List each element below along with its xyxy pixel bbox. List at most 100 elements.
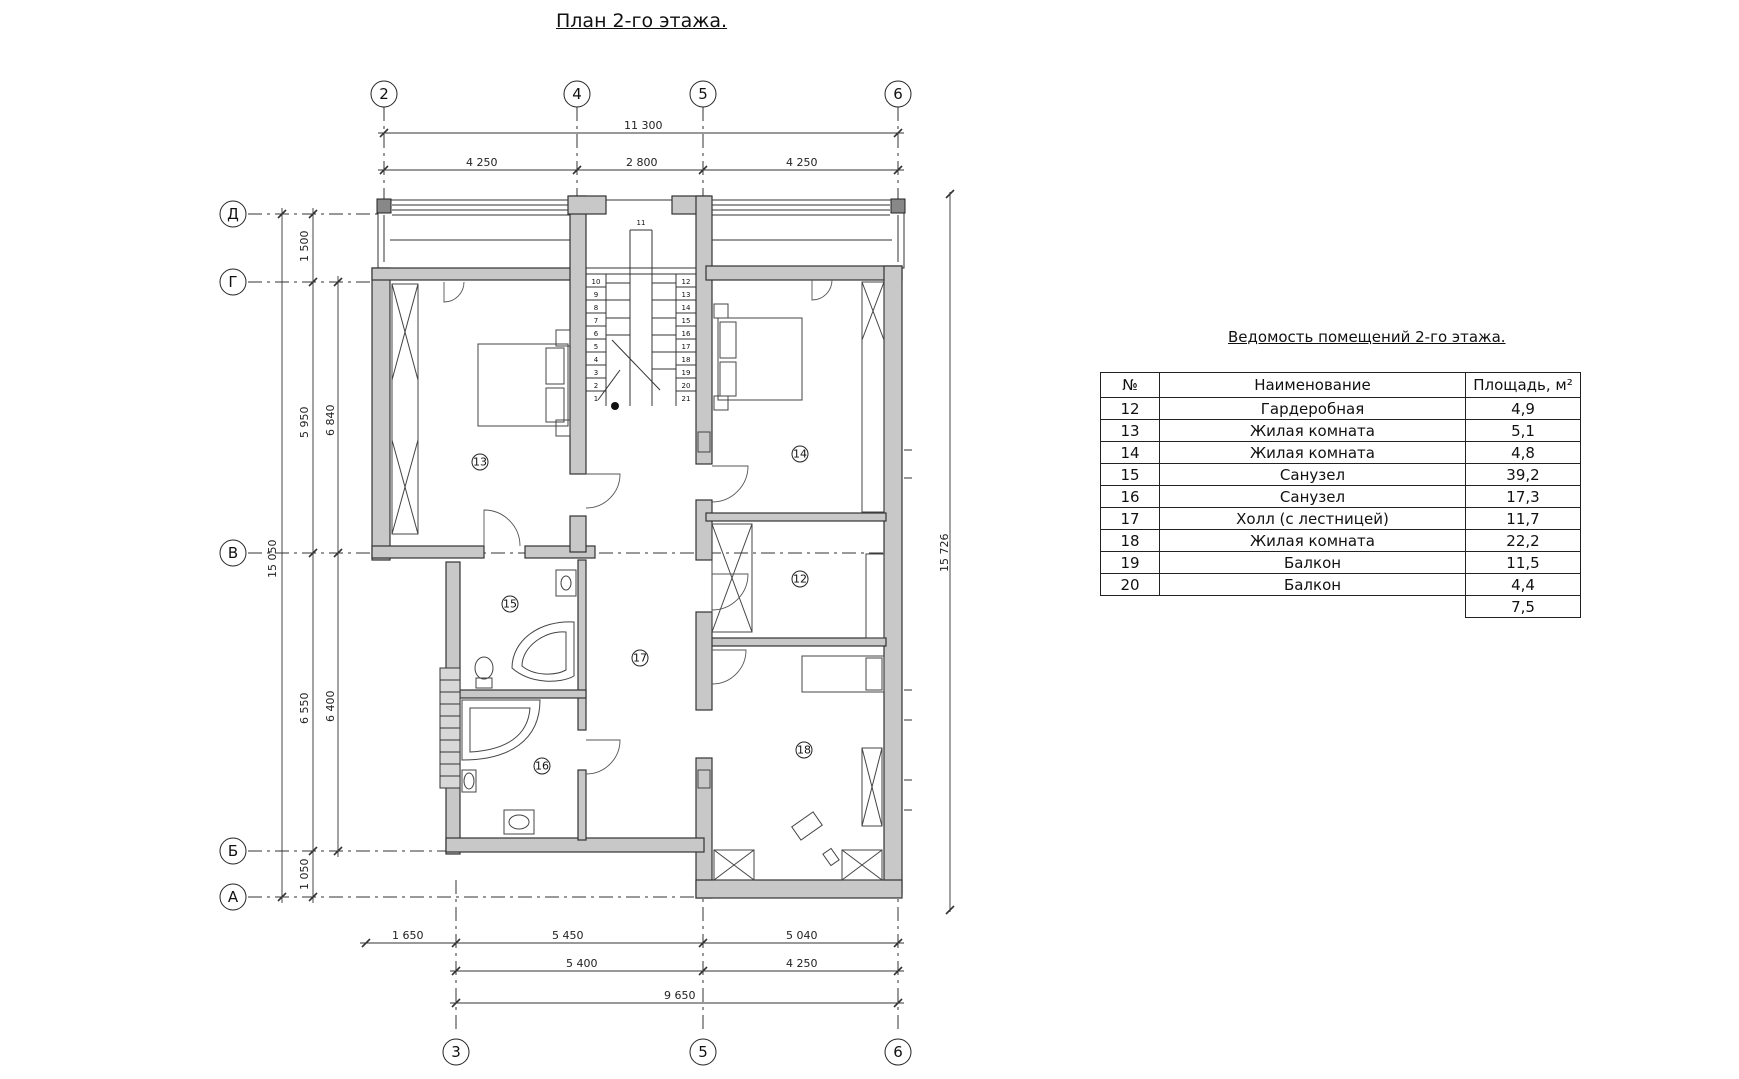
stair-step-number: 8 bbox=[594, 304, 598, 312]
cell-name: Жилая комната bbox=[1159, 441, 1466, 464]
dimensions-top: 11 300 4 250 2 800 4 250 bbox=[378, 119, 904, 175]
cell-area: 11,5 bbox=[1465, 551, 1581, 574]
room-labels: 13 14 15 17 12 16 18 bbox=[471, 445, 813, 775]
stair-step-number: 4 bbox=[594, 356, 599, 364]
axis-bubbles-top: 2 4 5 6 bbox=[370, 80, 912, 108]
cell-name: Холл (с лестницей) bbox=[1159, 507, 1466, 530]
windows bbox=[904, 449, 912, 811]
cell-area: 4,4 bbox=[1465, 573, 1581, 596]
plan-title: План 2-го этажа. bbox=[556, 10, 728, 32]
stair-step-number: 18 bbox=[682, 356, 691, 364]
cell-area: 4,9 bbox=[1465, 397, 1581, 420]
stair-step-number: 2 bbox=[594, 382, 598, 390]
stair-step-number: 21 bbox=[682, 395, 691, 403]
stair-step-number: 3 bbox=[594, 369, 598, 377]
cell-num: 18 bbox=[1100, 529, 1160, 552]
dim-bottom-row2: 5 400 bbox=[566, 957, 598, 970]
stair-steps-right: 12 13 14 15 16 17 18 19 20 21 bbox=[682, 278, 691, 403]
cell-name: Гардеробная bbox=[1159, 397, 1466, 420]
dimensions-right: 15 726 bbox=[938, 189, 955, 915]
stair-step-number: 16 bbox=[682, 330, 691, 338]
dim-left-outer: 1 050 bbox=[298, 859, 311, 891]
stair-mark: 11 bbox=[637, 219, 646, 227]
furniture-room-16 bbox=[461, 699, 621, 835]
dim-bottom-row1: 5 450 bbox=[552, 929, 584, 942]
room-label: 17 bbox=[633, 652, 647, 665]
dim-top-part: 4 250 bbox=[786, 156, 818, 169]
dim-bottom-overall: 9 650 bbox=[664, 989, 696, 1002]
stair-step-number: 20 bbox=[682, 382, 691, 390]
stair-steps-left: 10 9 8 7 6 5 4 3 2 1 bbox=[592, 278, 601, 403]
cell-area: 4,8 bbox=[1465, 441, 1581, 464]
cell-num: 13 bbox=[1100, 419, 1160, 442]
header-name: Наименование bbox=[1159, 372, 1466, 398]
stair-step-number: 14 bbox=[682, 304, 691, 312]
dim-bottom-row1: 1 650 bbox=[392, 929, 424, 942]
furniture-room-14 bbox=[697, 279, 885, 513]
cell-area: 17,3 bbox=[1465, 485, 1581, 508]
stair-step-number: 6 bbox=[594, 330, 599, 338]
dim-bottom-row2: 4 250 bbox=[786, 957, 818, 970]
stair-step-number: 17 bbox=[682, 343, 691, 351]
room-label: 13 bbox=[473, 456, 487, 469]
axis-label-left: Д bbox=[227, 205, 239, 223]
cell-area: 39,2 bbox=[1465, 463, 1581, 486]
stair-step-number: 5 bbox=[594, 343, 598, 351]
cell-num: 15 bbox=[1100, 463, 1160, 486]
room-label: 15 bbox=[503, 598, 517, 611]
axis-label-top: 4 bbox=[572, 85, 582, 103]
header-num: № bbox=[1100, 372, 1160, 398]
stair-step-number: 10 bbox=[592, 278, 601, 286]
dim-left-inner: 6 840 bbox=[324, 405, 337, 437]
stair-step-number: 7 bbox=[594, 317, 598, 325]
stair-step-number: 12 bbox=[682, 278, 691, 286]
stair-step-number: 15 bbox=[682, 317, 691, 325]
cell-area: 11,7 bbox=[1465, 507, 1581, 530]
room-label: 14 bbox=[793, 448, 807, 461]
room-label: 12 bbox=[793, 573, 807, 586]
stair-step-number: 19 bbox=[682, 369, 691, 377]
cell-area: 5,1 bbox=[1465, 419, 1581, 442]
axis-label-top: 2 bbox=[379, 85, 389, 103]
stair-step-number: 1 bbox=[594, 395, 598, 403]
axis-label-left: А bbox=[228, 888, 239, 906]
axis-label-bottom: 6 bbox=[893, 1043, 903, 1061]
dim-bottom-row1: 5 040 bbox=[786, 929, 818, 942]
axis-label-top: 5 bbox=[698, 85, 708, 103]
cell-name: Санузел bbox=[1159, 463, 1466, 486]
axis-bubbles-bottom: 3 5 6 bbox=[442, 1038, 912, 1066]
axis-bubbles-left: Д Г В Б А bbox=[219, 200, 247, 911]
stair-step-number: 9 bbox=[594, 291, 598, 299]
cell-area: 22,2 bbox=[1465, 529, 1581, 552]
header-area: Площадь, м² bbox=[1465, 372, 1581, 398]
dimensions-bottom: 1 650 5 450 5 040 5 400 4 250 9 650 bbox=[360, 929, 904, 1008]
axis-label-left: В bbox=[228, 544, 238, 562]
furniture-room-13 bbox=[391, 281, 621, 547]
axis-label-left: Б bbox=[228, 842, 238, 860]
cell-name: Балкон bbox=[1159, 573, 1466, 596]
dim-top-part: 2 800 bbox=[626, 156, 658, 169]
room-label: 16 bbox=[535, 760, 549, 773]
dim-top-overall: 11 300 bbox=[624, 119, 663, 132]
cell-name: Балкон bbox=[1159, 551, 1466, 574]
balcony bbox=[376, 198, 906, 269]
axis-label-bottom: 5 bbox=[698, 1043, 708, 1061]
cell-num: 16 bbox=[1100, 485, 1160, 508]
room-label: 18 bbox=[797, 744, 811, 757]
table-header-row: № Наименование Площадь, м² bbox=[1100, 372, 1581, 398]
dim-left-outer: 5 950 bbox=[298, 407, 311, 439]
cell-name: Санузел bbox=[1159, 485, 1466, 508]
stair-step-number: 13 bbox=[682, 291, 691, 299]
dim-right-overall: 15 726 bbox=[938, 534, 951, 573]
furniture-room-12 bbox=[711, 523, 885, 639]
axis-label-top: 6 bbox=[893, 85, 903, 103]
dim-left-overall: 15 050 bbox=[266, 540, 279, 579]
